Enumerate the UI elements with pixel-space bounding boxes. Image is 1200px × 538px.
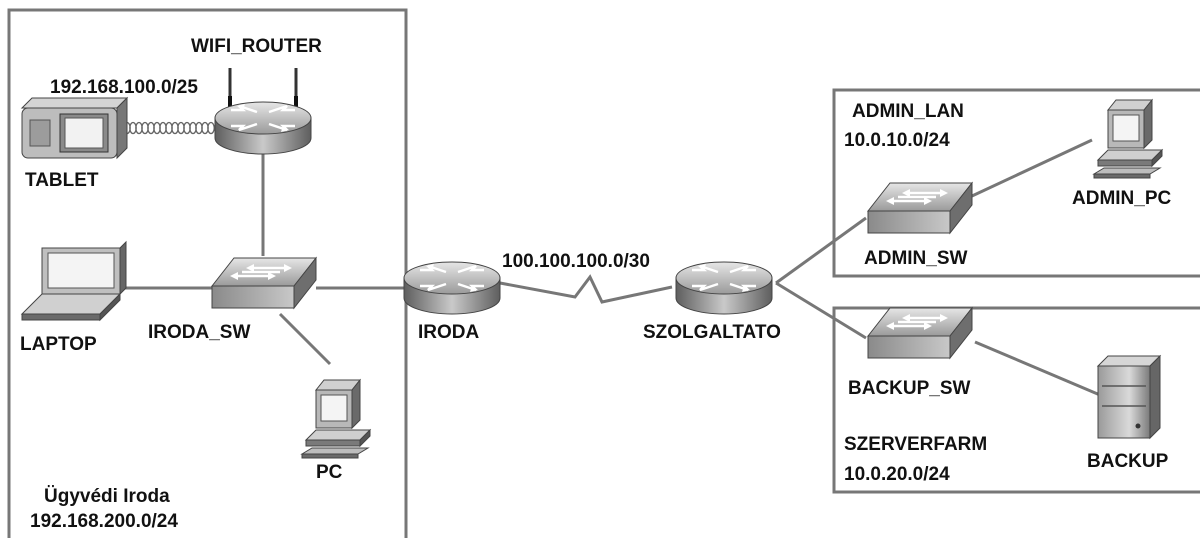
office-title: Ügyvédi Iroda [44, 486, 170, 507]
link-iroda-szolgaltato-serial [499, 274, 673, 304]
iroda-label: IRODA [418, 322, 480, 343]
link-szolgaltato-admin-sw [775, 216, 867, 285]
wifi-router-label: WIFI_ROUTER [191, 36, 322, 57]
laptop-icon [20, 240, 127, 322]
szolgaltato-label: SZOLGALTATO [643, 322, 781, 343]
link-backup-sw-backup [974, 340, 1101, 397]
office-network-label: 192.168.200.0/24 [30, 511, 178, 532]
iroda-sw-icon [210, 256, 318, 310]
admin-sw-label: ADMIN_SW [864, 248, 968, 269]
admin-lan-frame [832, 88, 1200, 278]
iroda-sw-label: IRODA_SW [148, 322, 250, 343]
admin-lan-title: ADMIN_LAN [852, 101, 964, 122]
server-farm-network-label: 10.0.20.0/24 [844, 464, 950, 485]
wireless-network-label: 192.168.100.0/25 [50, 77, 198, 98]
pc-label: PC [316, 462, 343, 483]
backup-sw-label: BACKUP_SW [848, 378, 971, 399]
wireless-coil-loop [207, 121, 215, 135]
server-icon [1096, 354, 1162, 440]
link-iroda-sw-pc [278, 312, 332, 366]
tablet-label: TABLET [25, 170, 99, 191]
wireless-link [123, 121, 215, 135]
pc-icon [301, 379, 371, 459]
wan-network-label: 100.100.100.0/30 [502, 251, 650, 272]
backup-label: BACKUP [1087, 451, 1169, 472]
admin-pc-icon [1093, 99, 1163, 179]
admin-sw-icon [866, 181, 974, 235]
laptop-label: LAPTOP [20, 334, 97, 355]
backup-sw-icon [866, 306, 974, 360]
admin-pc-label: ADMIN_PC [1072, 188, 1172, 209]
tablet-icon [20, 96, 129, 160]
szolgaltato-router-icon [674, 260, 774, 316]
link-admin-sw-admin-pc [971, 138, 1093, 198]
iroda-router-icon [402, 260, 502, 316]
link-szolgaltato-backup-sw [775, 281, 867, 340]
server-farm-title: SZERVERFARM [844, 434, 987, 455]
admin-lan-network-label: 10.0.10.0/24 [844, 130, 950, 151]
server-farm-frame [832, 306, 1200, 494]
links [125, 138, 1101, 397]
wifi-router-icon [213, 68, 313, 156]
